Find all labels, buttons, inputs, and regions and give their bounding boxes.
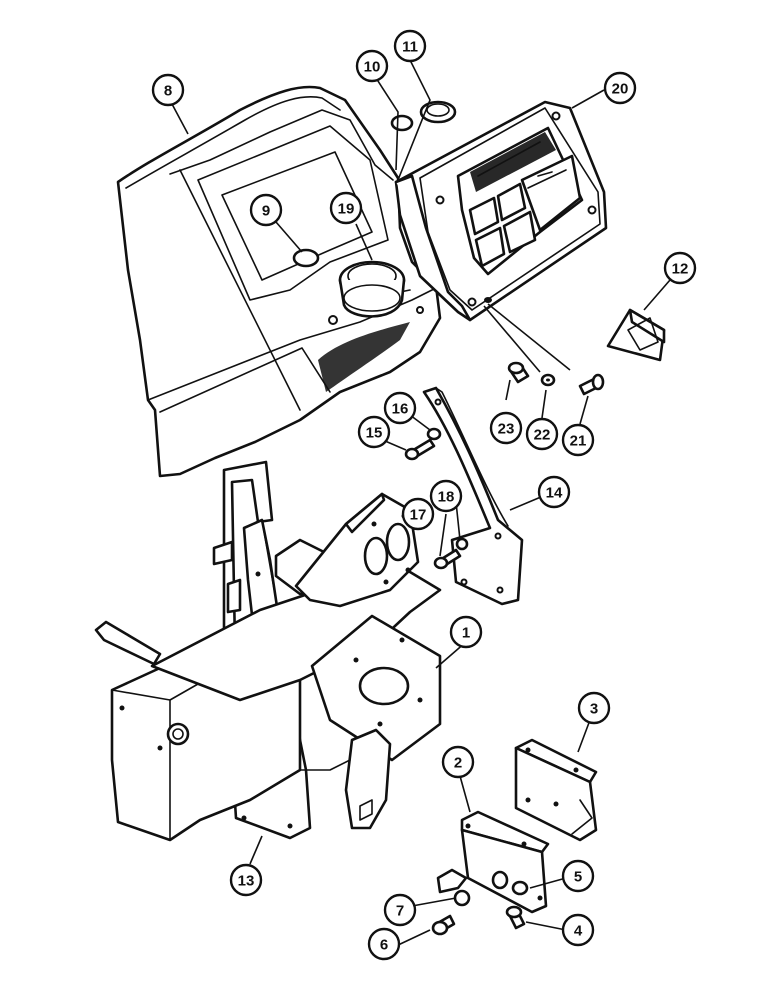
part-plate-3 xyxy=(514,738,598,842)
callout-13: 13 xyxy=(229,863,263,897)
callout-label: 17 xyxy=(410,507,427,524)
callout-label: 21 xyxy=(570,433,587,450)
part-washer-22 xyxy=(540,373,556,387)
callout-21: 21 xyxy=(561,423,595,457)
callout-label: 14 xyxy=(546,485,563,502)
callout-circle xyxy=(537,475,571,509)
callout-circle xyxy=(489,411,523,445)
part-base-frame-1 xyxy=(94,492,442,842)
callout-label: 12 xyxy=(672,261,689,278)
callout-label: 20 xyxy=(612,81,629,98)
callout-circle xyxy=(429,479,463,513)
callout-label: 19 xyxy=(338,201,355,218)
part-bolt-15 xyxy=(404,438,436,461)
callout-circle xyxy=(561,423,595,457)
callout-2: 2 xyxy=(441,745,475,779)
callout-circle xyxy=(229,863,263,897)
callout-circle xyxy=(603,71,637,105)
callout-4: 4 xyxy=(561,913,595,947)
callout-label: 8 xyxy=(164,83,172,100)
leader-lines xyxy=(171,59,671,947)
callout-label: 16 xyxy=(392,401,409,418)
callout-label: 9 xyxy=(262,203,270,220)
part-plug-9 xyxy=(292,248,320,268)
callout-5: 5 xyxy=(561,859,595,893)
part-instrument-cluster xyxy=(394,100,608,322)
callout-19: 19 xyxy=(329,191,363,225)
part-plug-10 xyxy=(390,114,414,132)
callout-circle xyxy=(525,417,559,451)
callout-8: 8 xyxy=(151,73,185,107)
callout-23: 23 xyxy=(489,411,523,445)
callout-label: 2 xyxy=(454,755,462,772)
callout-circle xyxy=(357,415,391,449)
callout-15: 15 xyxy=(357,415,391,449)
callout-label: 18 xyxy=(438,489,455,506)
callout-circle xyxy=(441,745,475,779)
part-bolt-17 xyxy=(433,548,462,570)
part-washer-7 xyxy=(453,889,471,907)
callout-label: 4 xyxy=(574,923,583,940)
callout-circle xyxy=(393,29,427,63)
callout-1: 1 xyxy=(449,615,483,649)
part-washer-16 xyxy=(426,427,442,441)
callout-label: 22 xyxy=(534,427,551,444)
callout-label: 13 xyxy=(238,873,255,890)
callout-label: 11 xyxy=(402,39,418,56)
callout-12: 12 xyxy=(663,251,697,285)
callout-11: 11 xyxy=(393,29,427,63)
callout-circle xyxy=(449,615,483,649)
callout-circle xyxy=(355,49,389,83)
callout-14: 14 xyxy=(537,475,571,509)
callout-18: 18 xyxy=(429,479,463,513)
callout-circle xyxy=(249,193,283,227)
callout-circle xyxy=(151,73,185,107)
part-washer-18 xyxy=(455,537,469,551)
callout-17: 17 xyxy=(401,497,435,531)
callout-20: 20 xyxy=(603,71,637,105)
part-grommet-11 xyxy=(419,100,457,124)
callout-circle xyxy=(367,927,401,961)
callout-label: 3 xyxy=(590,701,598,718)
callout-6: 6 xyxy=(367,927,401,961)
callout-label: 1 xyxy=(462,625,470,642)
callout-circle xyxy=(577,691,611,725)
callout-circle xyxy=(561,859,595,893)
callout-label: 6 xyxy=(380,937,388,954)
part-switch-12 xyxy=(606,308,666,362)
callout-circle xyxy=(383,893,417,927)
callout-label: 7 xyxy=(396,903,404,920)
callout-circle xyxy=(383,391,417,425)
callout-16: 16 xyxy=(383,391,417,425)
part-instrument-hood xyxy=(116,85,442,478)
callout-10: 10 xyxy=(355,49,389,83)
callout-circle xyxy=(329,191,363,225)
callout-3: 3 xyxy=(577,691,611,725)
callout-9: 9 xyxy=(249,193,283,227)
part-screw-21 xyxy=(578,373,605,396)
callout-label: 23 xyxy=(498,421,515,438)
part-bolt-4 xyxy=(505,905,526,930)
callout-label: 15 xyxy=(366,425,383,442)
part-grommet-19 xyxy=(338,260,406,318)
part-bulb-holder-23 xyxy=(507,361,530,384)
callout-7: 7 xyxy=(383,893,417,927)
part-bracket-14 xyxy=(422,386,524,606)
callout-label: 5 xyxy=(574,869,582,886)
callout-circle xyxy=(663,251,697,285)
callout-22: 22 xyxy=(525,417,559,451)
part-nut-5 xyxy=(511,880,529,896)
part-bolt-6 xyxy=(431,914,456,936)
callout-circle xyxy=(561,913,595,947)
callout-circle xyxy=(401,497,435,531)
callout-label: 10 xyxy=(364,59,381,76)
